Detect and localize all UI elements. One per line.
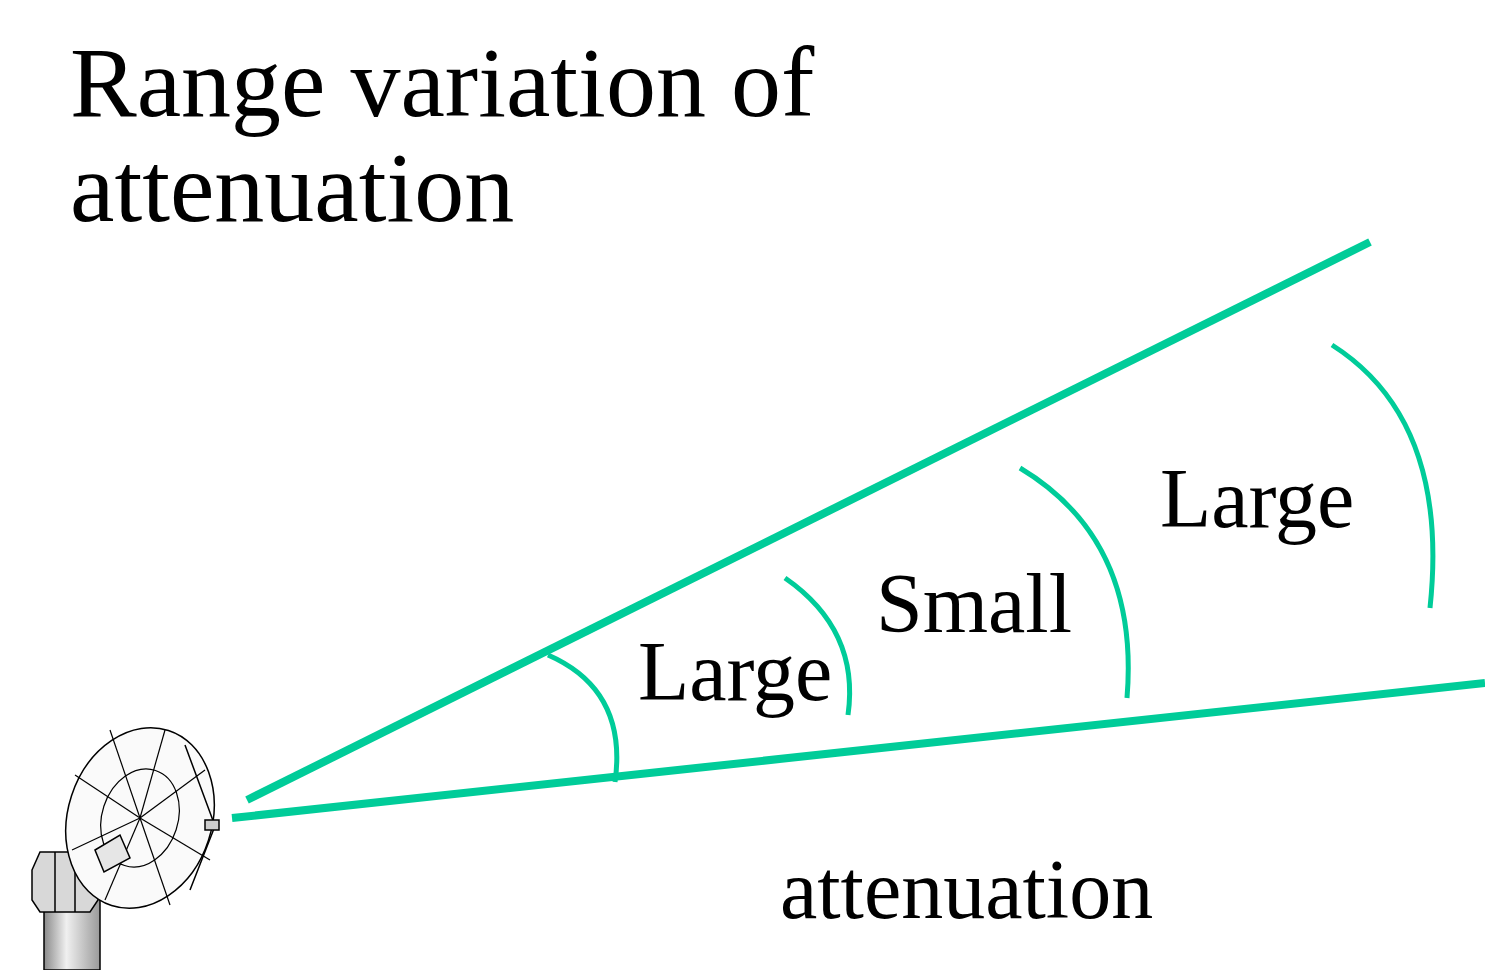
attenuation-level: Small	[876, 562, 1072, 646]
feed-horn	[205, 820, 219, 830]
attenuation-level: Large	[1160, 457, 1354, 541]
feed-strut	[185, 745, 215, 890]
range-arcs	[548, 345, 1433, 782]
attenuation-level: Large	[638, 630, 832, 714]
axis-caption: attenuation	[780, 848, 1153, 932]
beam-edge	[232, 683, 1485, 818]
dish-reflector	[43, 708, 237, 927]
radar-antenna	[32, 708, 237, 970]
beam-edges	[232, 242, 1485, 818]
diagram-title: Range variation of attenuation	[70, 30, 1070, 240]
range-arc	[548, 655, 617, 782]
dish-hub	[95, 835, 130, 872]
